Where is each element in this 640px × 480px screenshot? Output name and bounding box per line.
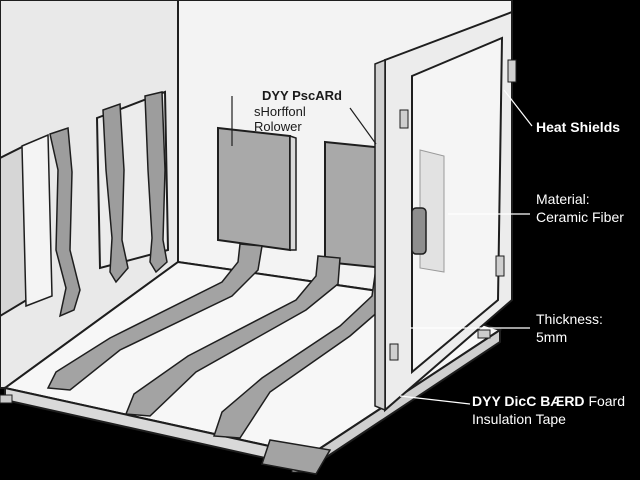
hinge-right-top <box>507 59 517 83</box>
floor-tape-front <box>261 439 332 475</box>
door-handle <box>411 207 427 255</box>
leader-heat-shields <box>503 89 533 127</box>
callout-material-label: Material: <box>536 191 590 207</box>
floor-tape-2 <box>124 255 341 417</box>
callout-material-value: Ceramic Fiber <box>536 209 624 225</box>
left-strip-1 <box>49 126 81 318</box>
inner-label-line2: sHorffonl <box>254 104 306 119</box>
leader-inner-label-right <box>349 107 377 145</box>
left-strip-3 <box>144 91 168 274</box>
hinge-bottom <box>389 343 399 361</box>
callout-heat-shields: Heat Shields <box>536 119 621 135</box>
foot-left <box>0 394 13 404</box>
hinge-right-bottom <box>495 255 505 277</box>
leader-tape <box>399 395 471 405</box>
heat-shield-panel-left <box>217 126 291 252</box>
callout-tape-line2: Insulation Tape <box>472 411 566 427</box>
callout-tape-line1: DYY DicC BÆRD Foard <box>472 392 625 410</box>
foot-right <box>477 329 491 339</box>
hinge-top <box>399 109 409 129</box>
inner-label-line3: Rolower <box>254 119 302 134</box>
callout-thickness-label: Thickness: <box>536 311 603 327</box>
door-frame-edge <box>374 58 386 412</box>
floor-tape-1 <box>46 243 263 391</box>
inner-label-line1: DYY PscARd <box>262 88 342 103</box>
callout-tape-line1-bold: DYY DicC BÆRD <box>472 393 585 409</box>
callout-tape-line1-rest: Foard <box>588 393 626 409</box>
callout-thickness-value: 5mm <box>536 329 568 345</box>
left-window-1-frame <box>21 133 53 308</box>
door-glass <box>411 36 504 375</box>
heat-shield-panel-left-edge <box>289 134 297 251</box>
left-strip-2 <box>102 102 129 284</box>
